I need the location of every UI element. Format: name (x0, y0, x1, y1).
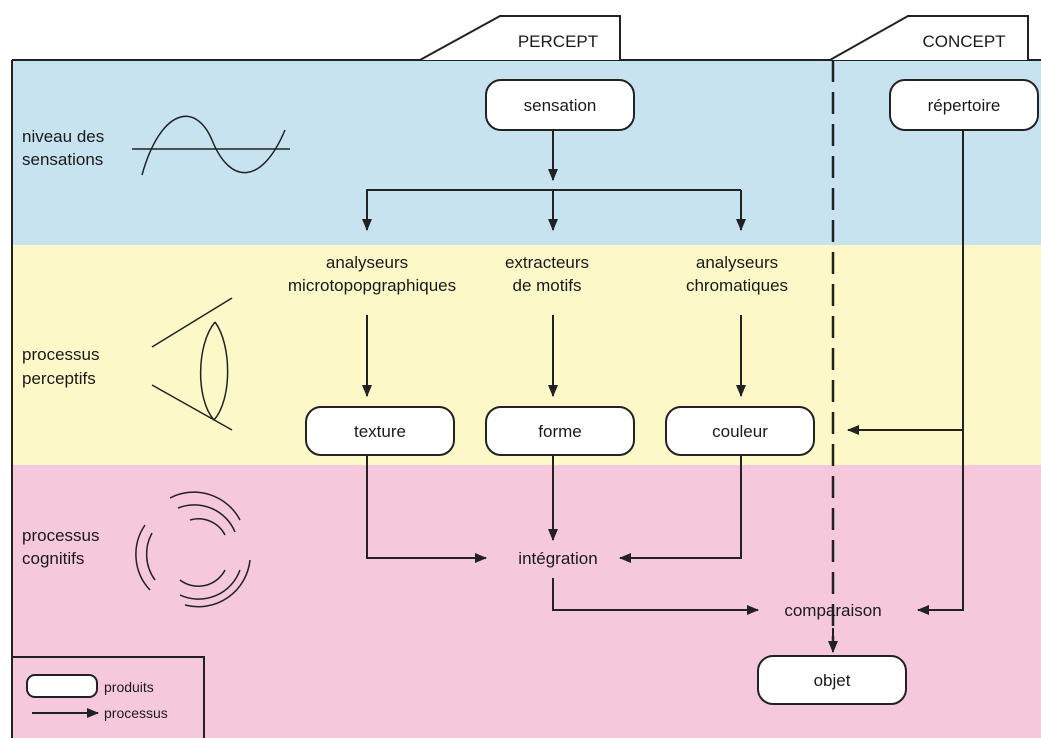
tab-percept: PERCEPT (419, 15, 621, 61)
node-forme: forme (485, 406, 635, 456)
level-sensations-line1: niveau des (22, 127, 104, 146)
node-objet-label: objet (814, 671, 851, 690)
legend-produits-swatch (26, 674, 98, 698)
process-chroma-line1: analyseurs (696, 253, 778, 272)
node-repertoire: répertoire (889, 79, 1039, 131)
process-comparaison: comparaison (784, 601, 881, 620)
node-sensation-label: sensation (524, 96, 597, 115)
level-cognitifs-line1: processus (22, 526, 99, 545)
level-cognitifs-line2: cognitifs (22, 549, 84, 568)
node-couleur-label: couleur (712, 422, 768, 441)
arrow-integration-to-comparaison (552, 578, 759, 615)
process-integration: intégration (518, 549, 597, 568)
tab-concept: CONCEPT (829, 15, 1029, 61)
level-perceptifs-line2: perceptifs (22, 369, 96, 388)
level-sensations-line2: sensations (22, 150, 103, 169)
process-chroma-line2: chromatiques (686, 276, 788, 295)
node-forme-label: forme (538, 422, 581, 441)
tab-percept-label: PERCEPT (518, 32, 598, 51)
node-texture: texture (305, 406, 455, 456)
process-motifs-line2: de motifs (513, 276, 582, 295)
node-objet: objet (757, 655, 907, 705)
node-couleur: couleur (665, 406, 815, 456)
circular-swirl-icon (135, 491, 251, 608)
process-micro-line1: analyseurs (326, 253, 408, 272)
process-micro-line2: microtopopgraphiques (288, 276, 456, 295)
sine-wave-icon (132, 115, 290, 176)
legend-processus-label: processus (104, 705, 168, 721)
level-perceptifs-line1: processus (22, 345, 99, 364)
tab-concept-label: CONCEPT (922, 32, 1005, 51)
legend-produits-label: produits (104, 679, 154, 695)
node-repertoire-label: répertoire (928, 96, 1001, 115)
arrow-texture-to-integration (366, 455, 487, 563)
process-motifs-line1: extracteurs (505, 253, 589, 272)
process-arrows (362, 130, 964, 653)
arrow-repertoire-to-comparaison (917, 130, 964, 615)
eye-icon (151, 297, 233, 431)
legend: produits processus (12, 656, 205, 738)
arrow-couleur-to-integration (619, 455, 742, 563)
node-sensation: sensation (485, 79, 635, 131)
node-texture-label: texture (354, 422, 406, 441)
